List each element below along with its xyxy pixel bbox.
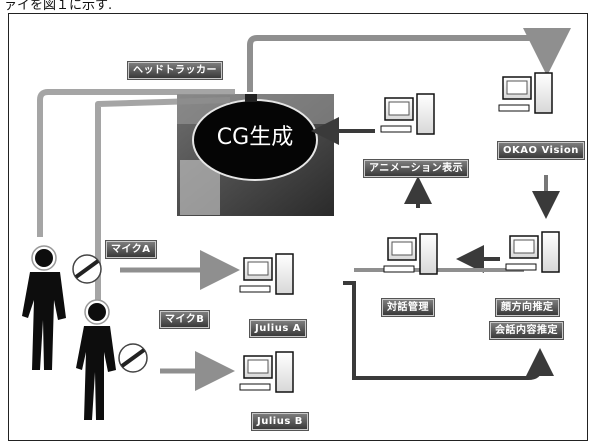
mic-b-icon (119, 344, 147, 372)
computer-animation (381, 94, 434, 134)
person-b-icon (76, 300, 116, 420)
computer-julius-a (240, 254, 293, 294)
computer-julius-b (240, 352, 293, 392)
animation-label: アニメーション表示 (364, 160, 468, 177)
computer-okao (499, 73, 552, 113)
mic-b-label: マイクB (160, 311, 209, 328)
okao-vision-label: OKAO Vision (498, 142, 584, 159)
computer-dialog (384, 234, 437, 274)
head-tracker-label: ヘッドトラッカー (128, 62, 222, 79)
speech-content-label: 会話内容推定 (490, 322, 563, 339)
mic-a-label: マイクA (106, 241, 156, 258)
julius-b-label: Julius B (252, 413, 308, 430)
cg-generation-label: CG生成 (196, 103, 314, 173)
face-direction-label: 顔方向推定 (496, 299, 559, 316)
dialog-management-label: 対話管理 (382, 299, 434, 316)
julius-a-label: Julius A (250, 320, 306, 337)
computer-face (506, 232, 559, 272)
person-a-icon (22, 246, 66, 370)
mic-a-icon (73, 255, 101, 283)
